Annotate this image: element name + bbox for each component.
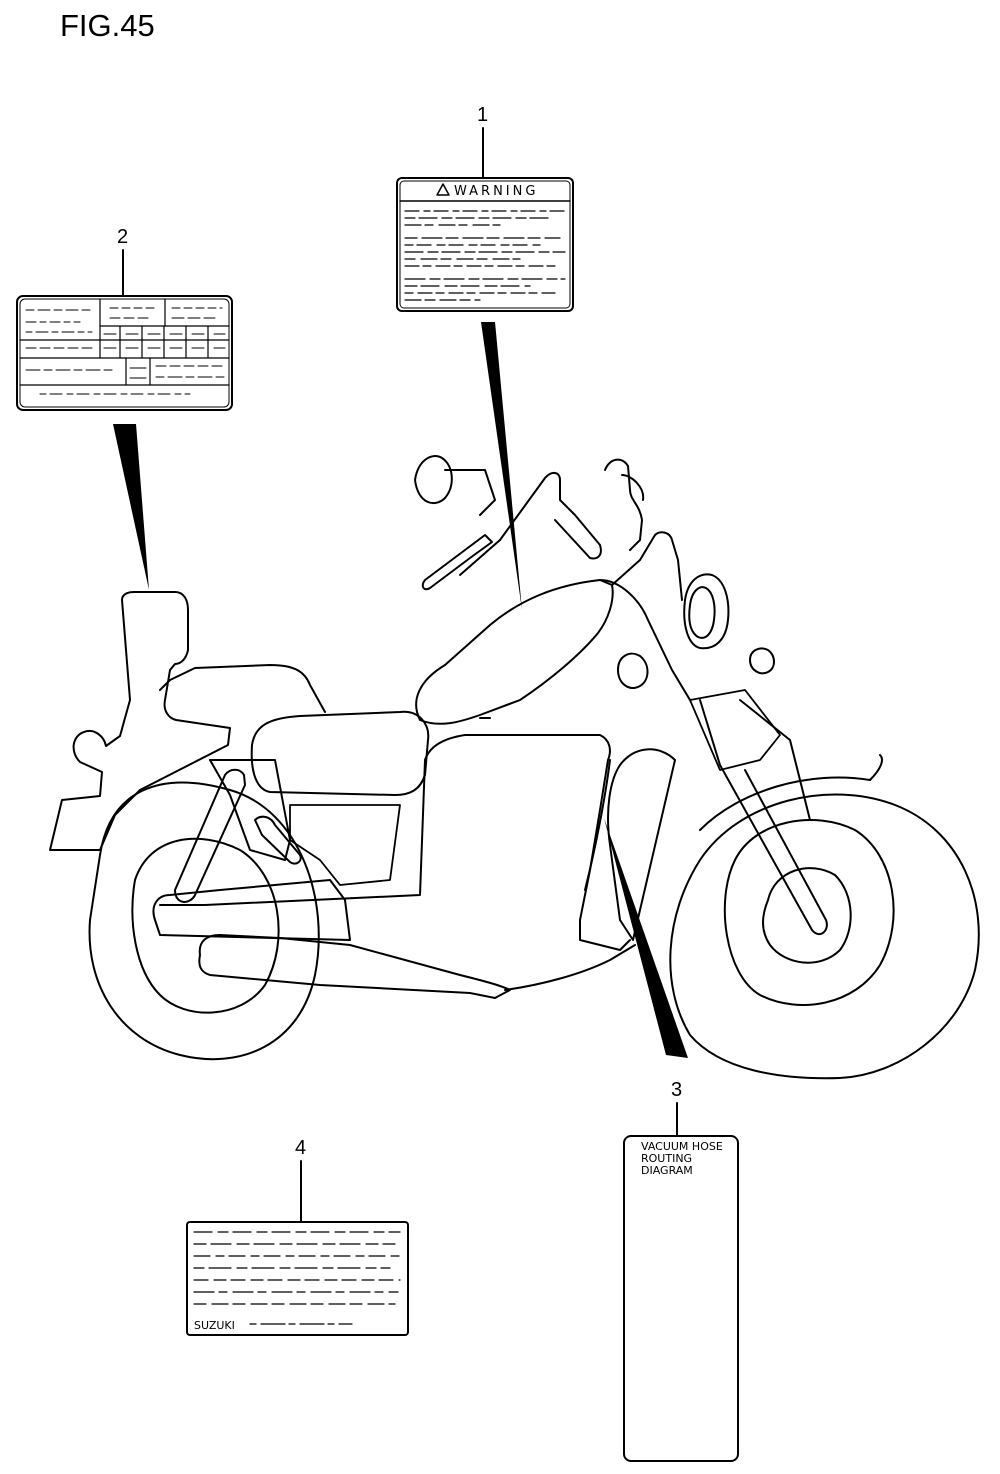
callout-2: 2: [117, 226, 129, 248]
callout-4: 4: [295, 1137, 307, 1159]
warning-heading: WARNING: [454, 184, 538, 199]
svg-text:SUZUKI: SUZUKI: [194, 1319, 235, 1332]
pointer-wedges: [113, 322, 688, 1058]
spec-table-label: [16, 295, 233, 411]
svg-text:ROUTING: ROUTING: [641, 1152, 692, 1165]
svg-text:WARNING: WARNING: [454, 184, 538, 199]
motorcycle-outline: [49, 455, 980, 1080]
vacuum-hose-label: [623, 1135, 739, 1462]
warning-triangle-icon: [436, 183, 450, 196]
brand-text: SUZUKI: [194, 1319, 235, 1332]
callout-3: 3: [671, 1079, 683, 1101]
info-label: [186, 1221, 409, 1336]
svg-text:DIAGRAM: DIAGRAM: [641, 1164, 693, 1177]
callout-1: 1: [477, 104, 489, 126]
vacuum-hose-text: VACUUM HOSE ROUTING DIAGRAM: [641, 1140, 723, 1177]
leader-lines: [122, 127, 678, 1223]
figure-title: FIG.45: [60, 8, 155, 43]
warning-label: [396, 177, 574, 312]
svg-text:VACUUM HOSE: VACUUM HOSE: [641, 1140, 723, 1153]
